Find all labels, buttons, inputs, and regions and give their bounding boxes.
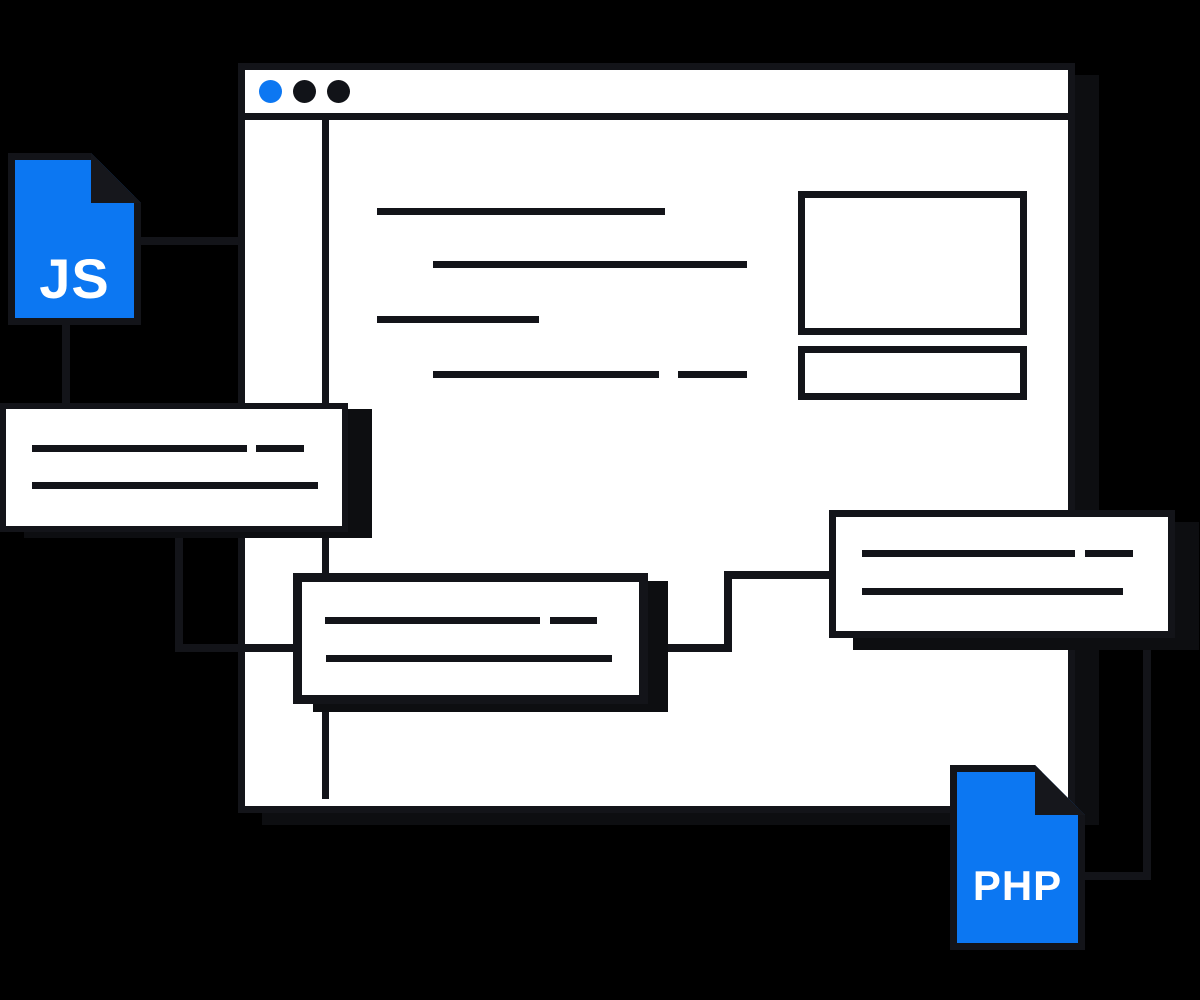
text-placeholder-line — [433, 261, 747, 268]
text-placeholder-line — [32, 482, 318, 489]
folded-corner-icon — [91, 153, 141, 203]
browser-content — [245, 120, 1068, 799]
window-control-dot — [327, 80, 350, 103]
text-placeholder-line — [862, 550, 1075, 557]
window-control-dot — [293, 80, 316, 103]
callout-card-center — [293, 573, 648, 704]
connector-js-to-window — [136, 237, 243, 245]
connector-left-to-center — [175, 644, 301, 652]
window-control-dot-accent — [259, 80, 282, 103]
connector-right-drop — [1143, 628, 1151, 880]
php-file-badge: PHP — [950, 765, 1085, 950]
button-placeholder-box — [798, 346, 1027, 400]
connector-center-rise — [724, 571, 732, 652]
text-placeholder-line — [678, 371, 747, 378]
text-placeholder-line — [377, 208, 665, 215]
connector-to-callout-right — [724, 571, 834, 579]
text-placeholder-line — [433, 371, 659, 378]
text-placeholder-line — [256, 445, 304, 452]
callout-card-right — [829, 510, 1175, 638]
folded-corner-icon — [1035, 765, 1085, 815]
connector-callout-left-drop — [175, 528, 183, 652]
js-file-label: JS — [39, 247, 110, 310]
php-file-label: PHP — [972, 862, 1063, 909]
callout-card-left — [0, 403, 348, 532]
browser-window — [238, 63, 1075, 813]
text-placeholder-line — [550, 617, 597, 624]
text-placeholder-line — [32, 445, 247, 452]
text-placeholder-line — [326, 655, 612, 662]
connector-center-out — [610, 644, 732, 652]
connector-js-to-callout-left — [62, 325, 70, 405]
text-placeholder-line — [377, 316, 539, 323]
text-placeholder-line — [325, 617, 540, 624]
image-placeholder-box — [798, 191, 1027, 335]
connector-to-php — [1060, 872, 1151, 880]
browser-titlebar — [245, 70, 1068, 120]
text-placeholder-line — [862, 588, 1123, 595]
js-file-badge: JS — [8, 153, 141, 325]
text-placeholder-line — [1085, 550, 1133, 557]
file-page-shape — [950, 765, 1085, 950]
